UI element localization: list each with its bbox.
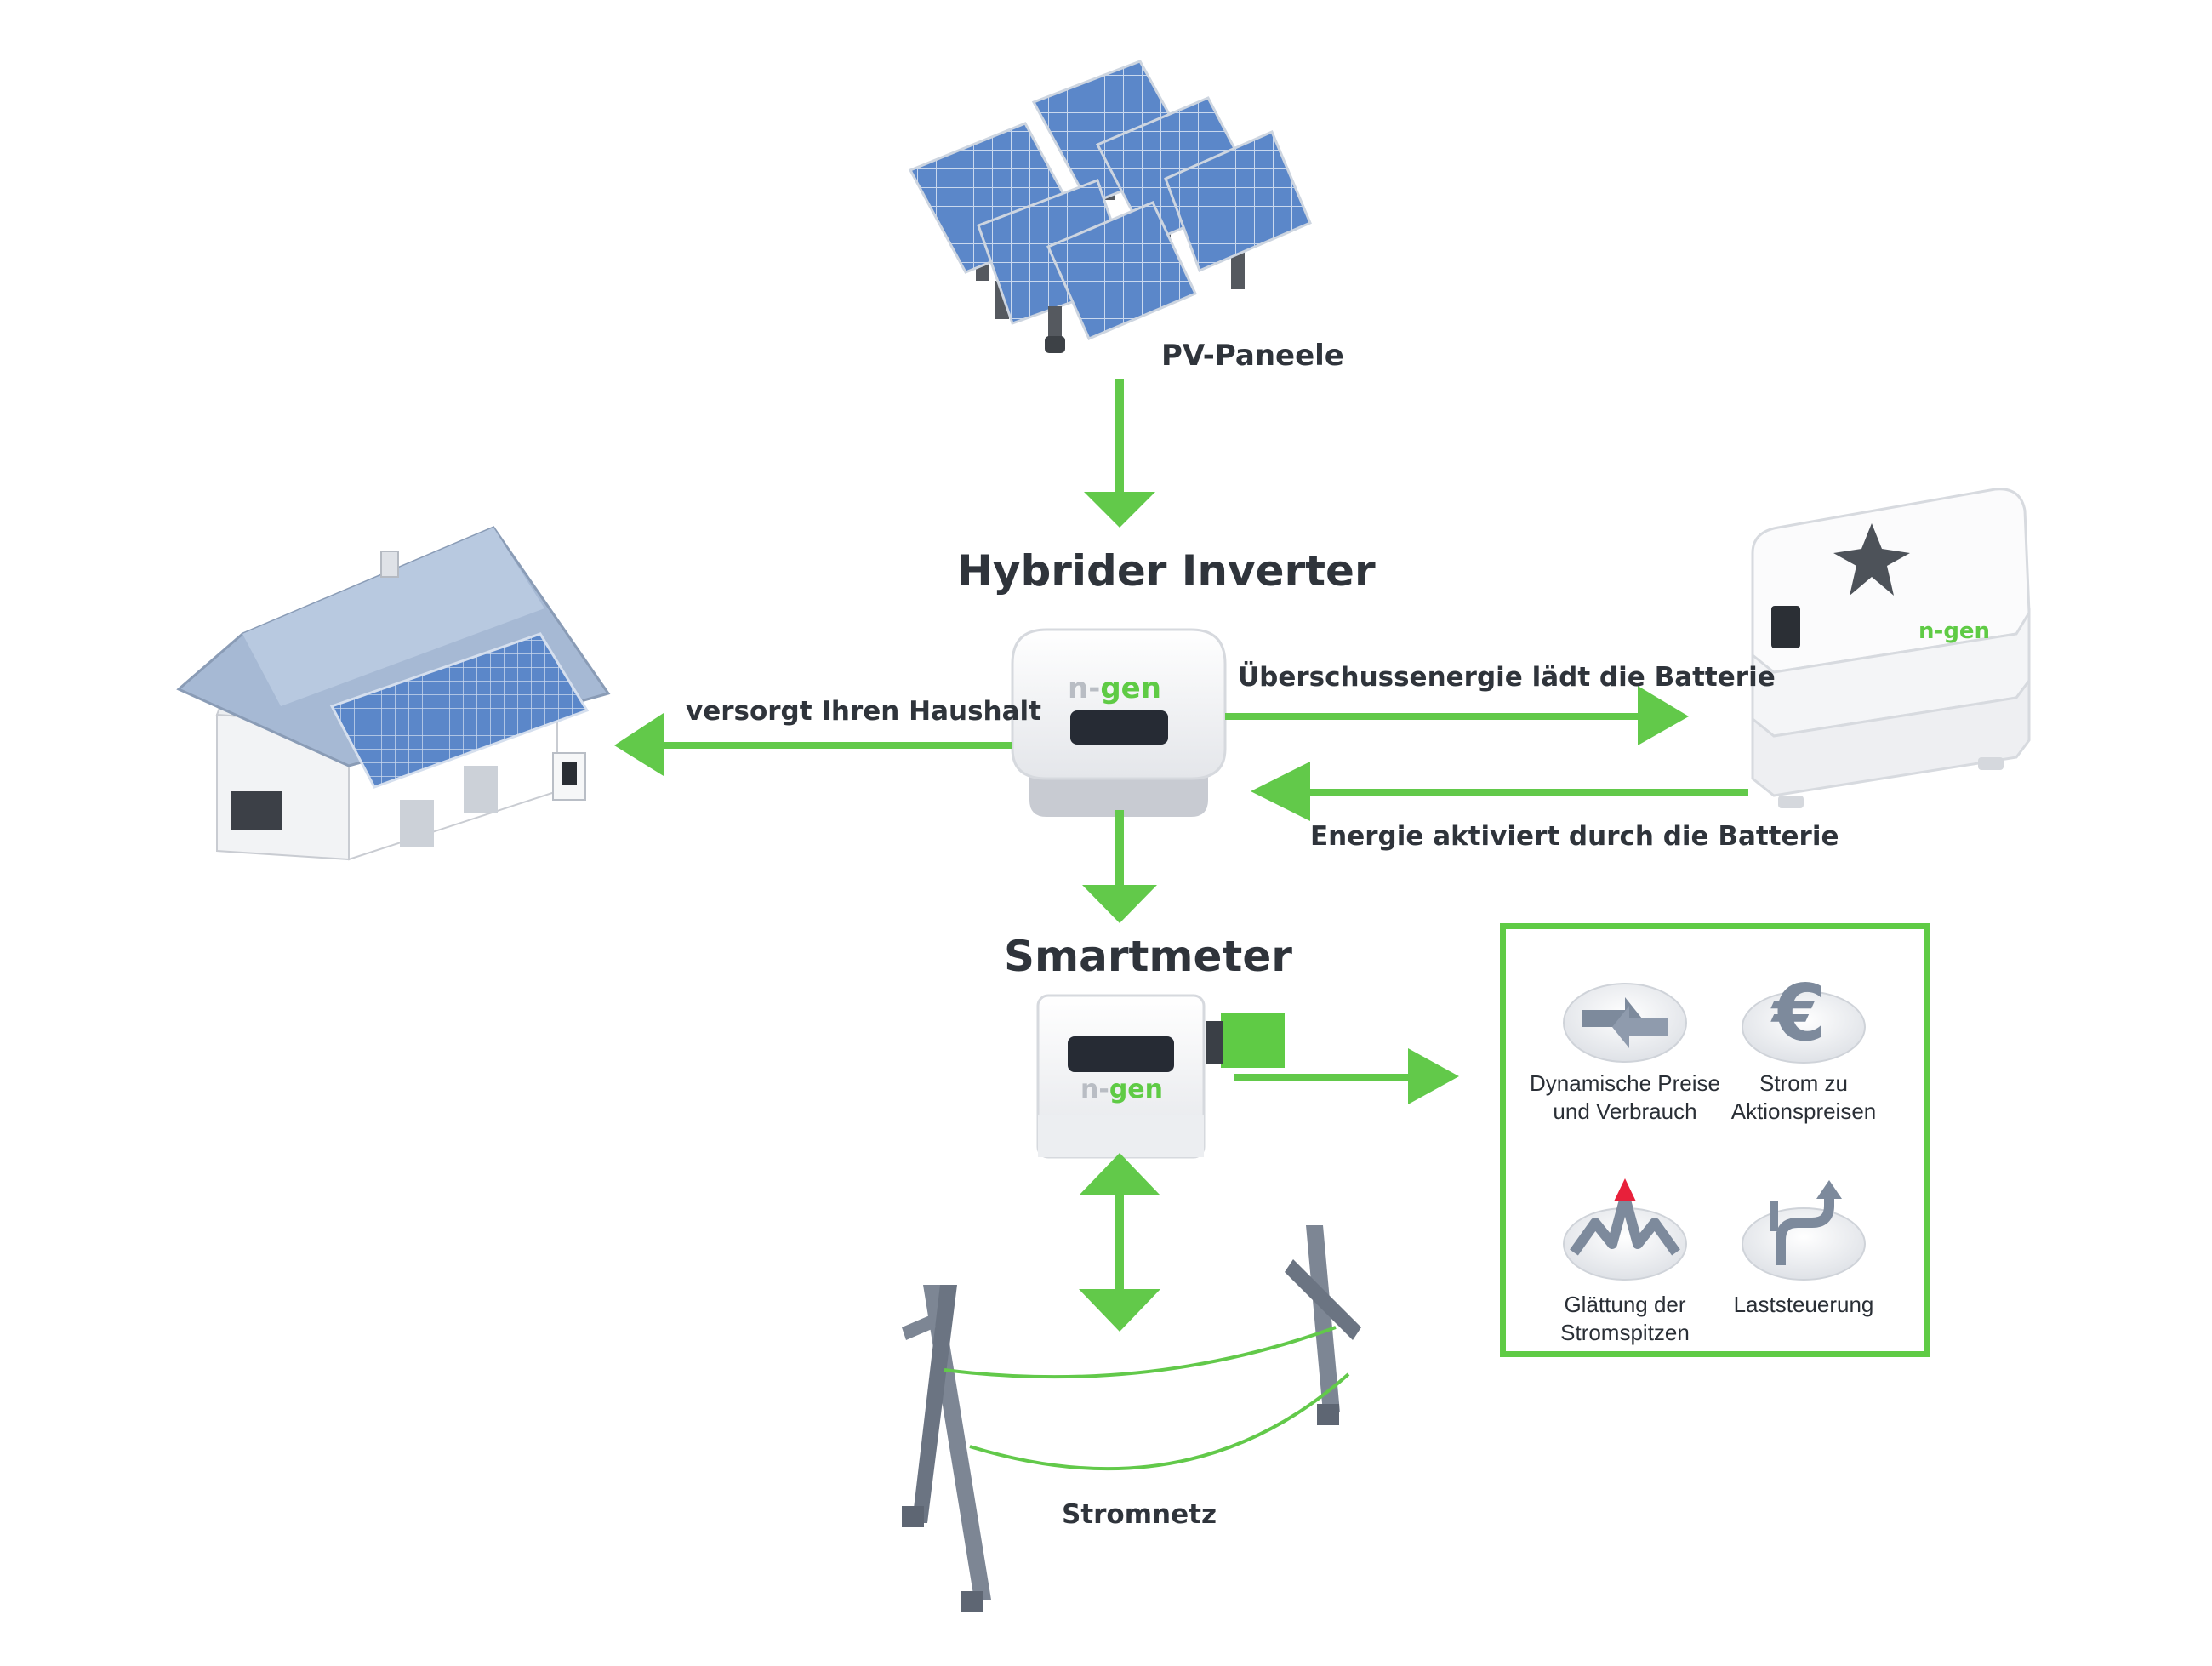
power-grid-illustration (902, 1225, 1361, 1612)
pv-panel (1045, 201, 1198, 353)
euro-icon: € (1742, 967, 1866, 1064)
edge-label-surplus-battery: Überschussenergie lädt die Batterie (1238, 662, 1776, 693)
arrow-inverter-to-smartmeter (1082, 810, 1157, 923)
inverter-display (1070, 710, 1168, 745)
arrow-pv-to-inverter (1084, 379, 1155, 528)
smartmeter-display (1068, 1036, 1174, 1072)
load-control-icon (1742, 1180, 1866, 1281)
svg-text:€: € (1770, 967, 1827, 1058)
inverter-label: Hybrider Inverter (957, 546, 1376, 596)
arrow-smartmeter-to-features (1234, 1048, 1459, 1104)
inverter-brand-logo: n-gen (1068, 671, 1161, 705)
pv-panel (1164, 130, 1312, 289)
edge-label-household: versorgt Ihren Haushalt (686, 696, 1041, 727)
feature-label: Laststeuerung (1733, 1292, 1874, 1317)
smartmeter-label: Smartmeter (1004, 932, 1292, 981)
peak-smoothing-icon (1563, 1178, 1687, 1281)
arrow-battery-to-inverter (1251, 762, 1748, 821)
smartmeter-module (1221, 1013, 1285, 1068)
arrow-inverter-to-battery (1225, 686, 1689, 745)
house-illustration (176, 526, 611, 861)
smartmeter-device: n-gen (1036, 994, 1285, 1159)
battery-brand-logo: n-gen (1918, 619, 1990, 644)
battery-illustration: n-gen (1751, 488, 2031, 808)
pv-panels-illustration (908, 60, 1312, 353)
pv-panels-label: PV-Paneele (1161, 339, 1344, 373)
arrow-smartmeter-grid-bidirectional (1079, 1153, 1160, 1332)
grid-label: Stromnetz (1062, 1499, 1217, 1530)
dynamic-prices-icon (1563, 983, 1687, 1063)
arrow-inverter-to-household (614, 713, 1012, 776)
edge-label-from-battery: Energie aktiviert durch die Batterie (1310, 821, 1839, 852)
smartmeter-brand-logo: n-gen (1080, 1075, 1163, 1104)
hybrid-inverter-device: n-gen (1011, 628, 1227, 817)
